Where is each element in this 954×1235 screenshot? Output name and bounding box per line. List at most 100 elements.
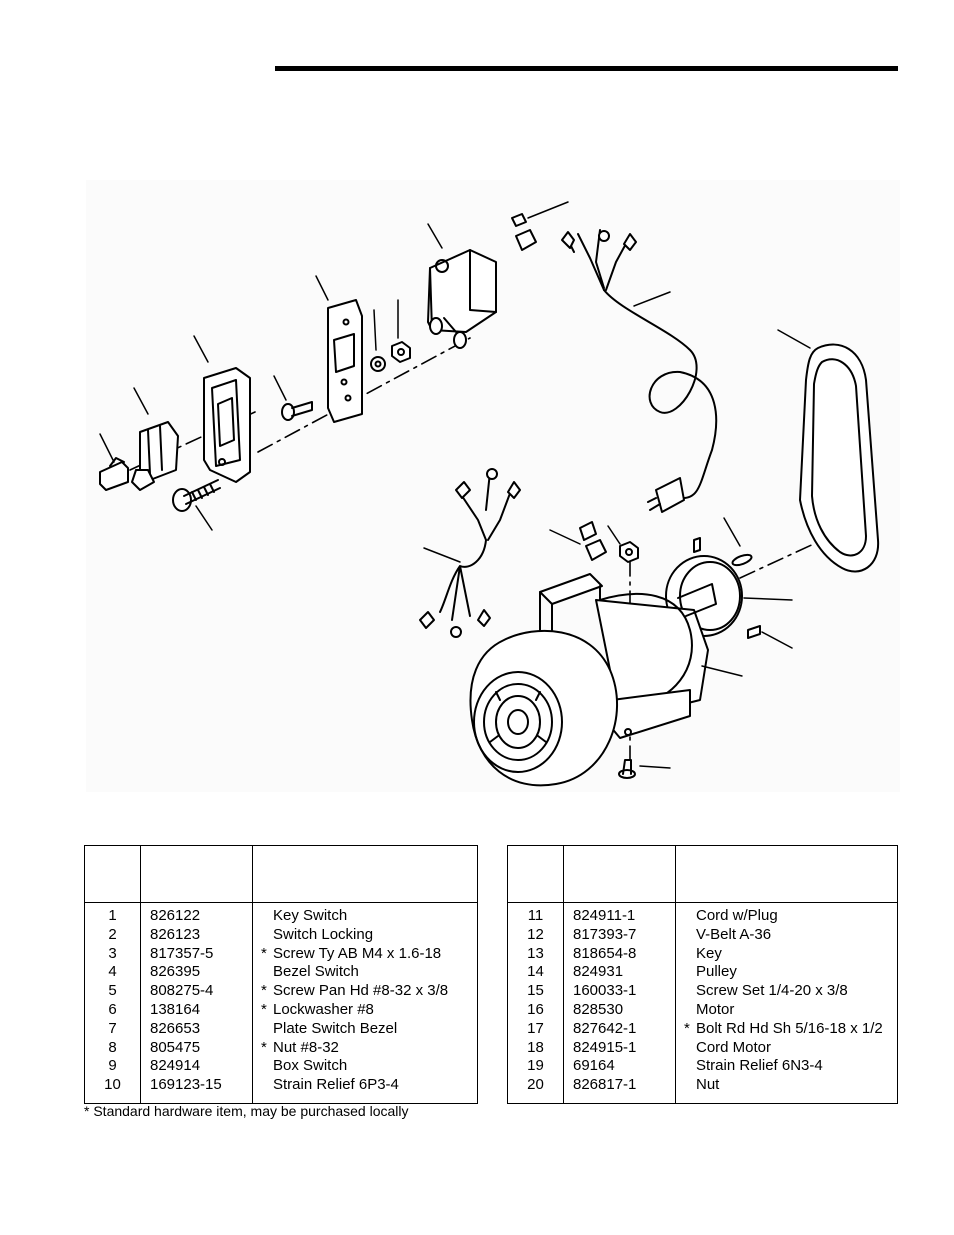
part-description-cell: *Screw Pan Hd #8-32 x 3/8 [252, 982, 478, 1001]
part-description: Box Switch [273, 1057, 348, 1075]
part-number: 817393-7 [563, 925, 676, 945]
screw-pan-part [281, 401, 313, 421]
standard-hardware-marker: * [261, 982, 267, 1000]
box-switch-part [427, 249, 497, 349]
part-description-cell: Strain Relief 6N3-4 [675, 1057, 898, 1077]
standard-hardware-marker: * [261, 1000, 267, 1018]
item-number: 2 [84, 925, 141, 945]
part-description: Screw Ty AB M4 x 1.6-18 [273, 944, 442, 962]
part-description-cell: Key [675, 944, 898, 964]
item-number: 11 [507, 902, 564, 926]
part-description-cell: Pulley [675, 963, 898, 983]
motor-cord-part [419, 468, 521, 638]
item-number: 15 [507, 982, 564, 1001]
part-number: 824931 [563, 963, 676, 983]
lockwasher-part [370, 356, 386, 372]
motor-part [469, 573, 717, 787]
part-number: 827642-1 [563, 1019, 676, 1039]
plate-switch-bezel-part [327, 299, 363, 423]
part-description-cell: Cord Motor [675, 1038, 898, 1058]
part-number: 824911-1 [563, 902, 676, 926]
part-description: Cord w/Plug [696, 907, 778, 924]
part-description: Motor [696, 1000, 735, 1018]
part-description-cell: *Lockwasher #8 [252, 1000, 478, 1020]
strain-relief-part [511, 213, 537, 251]
part-number: 826123 [140, 925, 253, 945]
bezel-switch-part [203, 367, 251, 483]
part-number: 808275-4 [140, 982, 253, 1001]
part-description: Key Switch [273, 907, 348, 924]
part-description: Pulley [696, 963, 737, 981]
screw-ab-part [172, 479, 221, 512]
part-description: Bolt Rd Hd Sh 5/16-18 x 1/2 [696, 1019, 883, 1037]
key-part [731, 553, 753, 567]
part-description: Screw Set 1/4-20 x 3/8 [696, 982, 848, 1000]
item-number: 8 [84, 1038, 141, 1058]
part-description: Plate Switch Bezel [273, 1019, 398, 1037]
part-number: 138164 [140, 1000, 253, 1020]
part-description-cell: *Screw Ty AB M4 x 1.6-18 [252, 944, 478, 964]
part-number: 824915-1 [563, 1038, 676, 1058]
nut-part [391, 341, 411, 363]
v-belt-part [799, 343, 880, 573]
exploded-parts-diagram [86, 180, 900, 792]
part-description-cell: Key Switch [252, 902, 478, 926]
item-number: 14 [507, 963, 564, 983]
motor-strain-relief-part [579, 521, 607, 561]
item-number: 18 [507, 1038, 564, 1058]
set-screw-part [693, 537, 761, 639]
item-number: 10 [84, 1076, 141, 1104]
item-number: 7 [84, 1019, 141, 1039]
part-number: 826122 [140, 902, 253, 926]
part-description-cell: *Bolt Rd Hd Sh 5/16-18 x 1/2 [675, 1019, 898, 1039]
part-number: 160033-1 [563, 982, 676, 1001]
part-description-cell: Screw Set 1/4-20 x 3/8 [675, 982, 898, 1001]
item-number: 4 [84, 963, 141, 983]
item-number: 9 [84, 1057, 141, 1077]
part-description-cell: Box Switch [252, 1057, 478, 1077]
part-description: Cord Motor [696, 1038, 772, 1056]
cord-plug-part [561, 229, 718, 513]
part-description: Strain Relief 6N3-4 [696, 1057, 823, 1075]
item-number: 6 [84, 1000, 141, 1020]
part-description: Strain Relief 6P3-4 [273, 1076, 399, 1094]
part-number: 169123-15 [140, 1076, 253, 1104]
item-number: 5 [84, 982, 141, 1001]
part-number: 826817-1 [563, 1076, 676, 1104]
item-number: 12 [507, 925, 564, 945]
item-number: 17 [507, 1019, 564, 1039]
part-description-cell: Cord w/Plug [675, 902, 898, 926]
item-number: 16 [507, 1000, 564, 1020]
item-number: 20 [507, 1076, 564, 1104]
header-rule [275, 66, 898, 71]
bolt-part [618, 759, 636, 779]
part-description-cell: Plate Switch Bezel [252, 1019, 478, 1039]
part-description: Nut [696, 1076, 720, 1094]
table-header-row [84, 845, 478, 903]
part-number: 817357-5 [140, 944, 253, 964]
part-description-cell: Switch Locking [252, 925, 478, 945]
part-description-cell: Bezel Switch [252, 963, 478, 983]
part-description-cell: Strain Relief 6P3-4 [252, 1076, 478, 1104]
leader-lines [99, 201, 811, 769]
part-number: 826395 [140, 963, 253, 983]
table-header-row [507, 845, 898, 903]
